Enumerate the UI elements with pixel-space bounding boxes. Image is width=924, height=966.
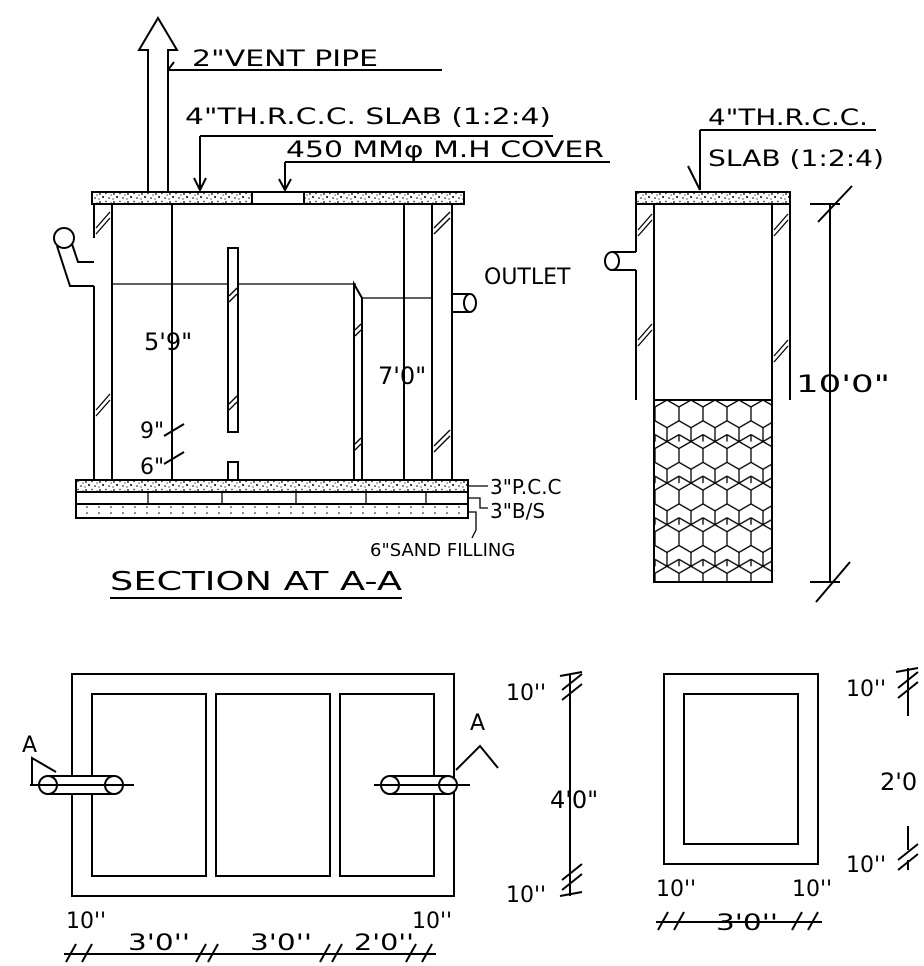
plan-dim-top: 10'' [506, 681, 546, 706]
bs-label: 3"B/S [490, 499, 545, 523]
pit-slab-label-1: 4"TH.R.C.C. [708, 106, 868, 131]
soak-pit-plan: 10'' 2'0 10'' 10'' 10'' 3'0'' [656, 667, 919, 936]
pit-plan-inner [683, 693, 799, 845]
dim-9: 9" [140, 419, 164, 444]
plan-dim-bottom: 10'' [506, 883, 546, 908]
slab-label: 4"TH.R.C.C. SLAB (1:2:4) [185, 105, 551, 130]
pit-inlet-pipe-icon [604, 251, 620, 271]
inlet-pipe-icon [53, 227, 75, 249]
plan-chamber-2 [215, 693, 331, 877]
pit-plan-dim-top: 10'' [846, 677, 886, 702]
plan-view: A A 10'' 4'0" 10'' 10'' 3'0'' 3'0'' 2'0'… [22, 671, 598, 963]
pit-plan-dim-middle: 2'0 [880, 768, 917, 796]
brick-soling-layer [75, 491, 469, 505]
pit-hexagon-fill [653, 399, 773, 583]
dim-5-9: 5'9" [144, 328, 192, 356]
pit-top-slab [635, 191, 791, 205]
section-title: SECTION AT A-A [110, 567, 402, 597]
dim-6: 6" [140, 455, 164, 480]
plan-dim-wall-left: 10'' [66, 909, 106, 934]
top-slab [91, 191, 253, 205]
outlet-pipe-icon [463, 293, 477, 313]
vent-pipe-label: 2"VENT PIPE [192, 47, 378, 72]
dim-7-0: 7'0" [378, 362, 426, 390]
sand-layer [75, 503, 469, 519]
pit-plan-dim-bottom: 10'' [846, 853, 886, 878]
pit-dim-10-0: 10'0" [796, 370, 890, 398]
outlet-label: OUTLET [484, 265, 571, 290]
plan-dim-chamber-1: 3'0'' [128, 931, 190, 956]
pit-plan-dim-width: 3'0'' [716, 911, 778, 936]
plan-dim-chamber-3: 2'0'' [354, 931, 414, 956]
sand-label: 6"SAND FILLING [370, 540, 515, 561]
pit-plan-outer [663, 673, 819, 865]
cover-label: 450 MMφ M.H COVER [286, 138, 604, 163]
pit-slab-label-2: SLAB (1:2:4) [708, 147, 884, 172]
pcc-layer [75, 479, 469, 493]
plan-dim-chamber-2: 3'0'' [250, 931, 312, 956]
pcc-label: 3"P.C.C [490, 475, 562, 499]
plan-dim-middle: 4'0" [550, 786, 598, 814]
section-marker-right: A [470, 711, 485, 736]
section-view: 2"VENT PIPE 4"TH.R.C.C. SLAB (1:2:4) 450… [50, 16, 610, 599]
pit-plan-dim-wall-right: 10'' [792, 877, 832, 902]
plan-dim-wall-right: 10'' [412, 909, 452, 934]
soak-pit-section: 4"TH.R.C.C. SLAB (1:2:4) 10'0" [604, 106, 890, 603]
pit-plan-dim-wall-left: 10'' [656, 877, 696, 902]
vent-pipe-arrow-icon [137, 16, 179, 194]
section-marker-left: A [22, 733, 37, 758]
